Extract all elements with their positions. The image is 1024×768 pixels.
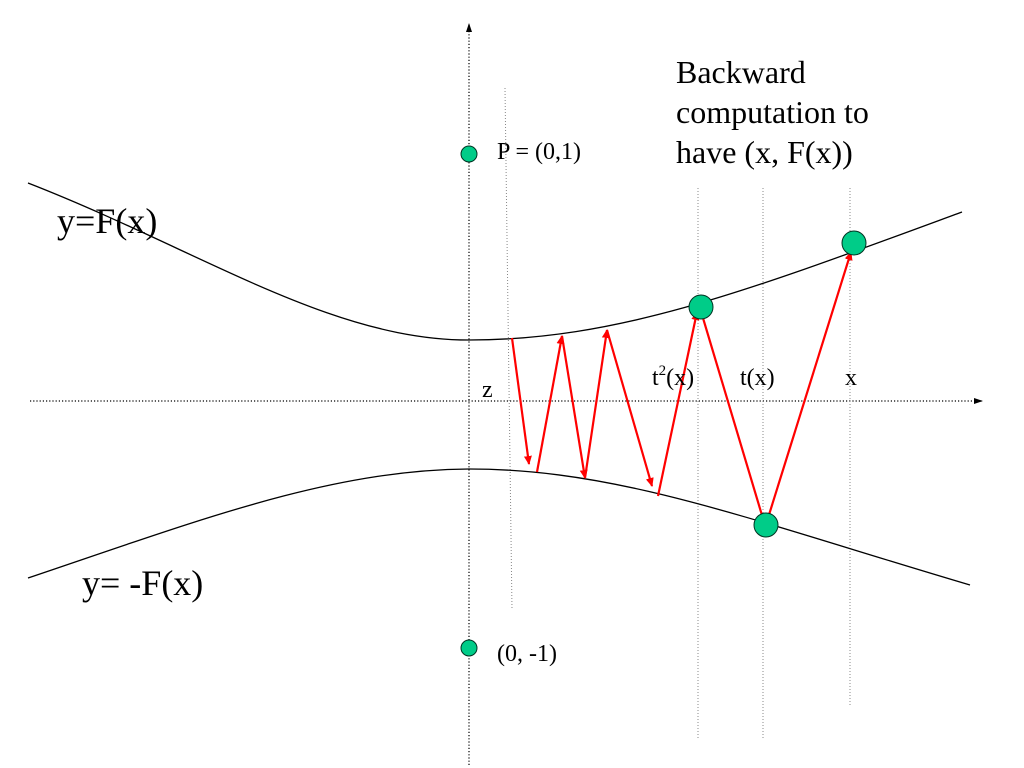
point-neg-one (460, 639, 478, 657)
arrow-1 (510, 337, 532, 465)
arrow-chain (510, 251, 853, 523)
point-neg-one-label: (0, -1) (497, 641, 557, 667)
arrow-4 (583, 329, 610, 479)
point-tx (753, 512, 779, 538)
tx-label: t(x) (740, 365, 775, 391)
point-p-label: P = (0,1) (497, 139, 581, 165)
upper-curve (27, 182, 963, 341)
arrow-8 (766, 251, 853, 519)
title-line-1: Backward (676, 54, 806, 90)
title-line-3: have (x, F(x)) (676, 134, 853, 170)
point-t2x (688, 294, 714, 320)
x-label: x (845, 365, 857, 391)
point-x (841, 230, 867, 256)
lower-curve-label: y= -F(x) (82, 563, 204, 603)
guide-line-z (504, 87, 513, 611)
arrow-6 (656, 311, 700, 497)
t2x-exponent: 2 (658, 363, 667, 379)
z-label: z (482, 377, 493, 403)
lower-curve (27, 468, 971, 586)
arrow-5 (605, 329, 654, 487)
arrow-7 (698, 307, 766, 523)
point-p (460, 145, 478, 163)
title-text: Backward computation to have (x, F(x)) (676, 52, 956, 172)
t2x-argument: (x) (666, 365, 695, 391)
title-line-2: computation to (676, 94, 869, 130)
arrow-3 (560, 335, 588, 479)
t2x-label: t2(x) (652, 363, 695, 391)
t2x-base: t (652, 365, 659, 391)
arrow-2 (535, 335, 565, 473)
upper-curve-label: y=F(x) (57, 201, 158, 241)
